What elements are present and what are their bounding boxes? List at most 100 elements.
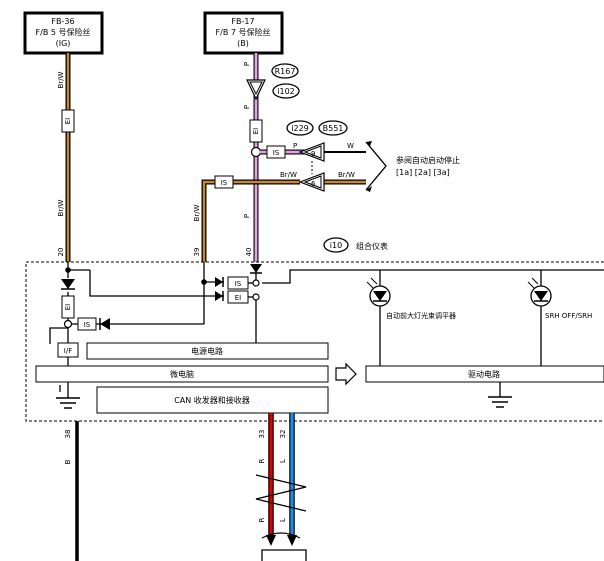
svg-text:IS: IS <box>235 280 242 288</box>
svg-text:微电脑: 微电脑 <box>170 369 194 379</box>
svg-text:F/B 5 号保险丝: F/B 5 号保险丝 <box>36 27 91 37</box>
junction-top <box>250 146 262 158</box>
pin-9: 9 <box>311 150 315 158</box>
if-box: I/F <box>57 342 79 358</box>
arrow-to-driver <box>335 362 357 386</box>
connector-i102 <box>272 83 300 99</box>
label-brw-4: Br/W <box>338 171 355 179</box>
meter-frame <box>25 261 604 422</box>
label-b: B <box>64 459 72 464</box>
pin-6: 6 <box>311 180 316 188</box>
inline-connector-r167 <box>246 79 266 101</box>
svg-text:FB-17: FB-17 <box>231 17 254 26</box>
label-brw-5: Br/W <box>193 204 201 221</box>
label-r-2: R <box>258 517 266 522</box>
label-p-1: P <box>243 62 251 66</box>
ground-driver <box>488 382 512 408</box>
pin-40: 40 <box>245 248 253 257</box>
svg-text:(B): (B) <box>237 39 249 48</box>
connector-b551 <box>318 120 348 136</box>
diode-left-a <box>61 279 75 289</box>
label-brw-2: Br/W <box>57 199 65 216</box>
connector-outline-bottom <box>261 549 307 561</box>
svg-text:i229: i229 <box>291 124 309 133</box>
is-marker-mid: IS <box>214 175 234 189</box>
led2-label: SRH OFF/SRH <box>545 312 592 320</box>
ei-marker-center: EI <box>227 290 249 304</box>
ei-marker-top-mid: EI <box>249 119 263 143</box>
svg-text:FB-36: FB-36 <box>51 17 74 26</box>
led-headlamp-leveling <box>366 277 391 307</box>
reference-codes: [1a] [2a] [3a] <box>396 168 450 177</box>
svg-text:IS: IS <box>273 149 280 157</box>
pin-39: 39 <box>193 248 201 257</box>
connector-pin-6 <box>298 172 325 192</box>
svg-text:电源电路: 电源电路 <box>191 346 223 356</box>
svg-text:驱动电路: 驱动电路 <box>468 369 500 379</box>
is-marker-low: IS <box>77 317 97 331</box>
svg-text:EI: EI <box>252 128 260 135</box>
label-r-1: R <box>258 458 266 463</box>
svg-text:(IG): (IG) <box>56 39 71 48</box>
pin-20: 20 <box>57 248 65 257</box>
meter-title: 组合仪表 <box>356 241 388 251</box>
svg-text:R167: R167 <box>275 67 296 76</box>
label-brw-1: Br/W <box>57 71 65 88</box>
label-l-1: L <box>279 459 287 463</box>
left-internal-circuit <box>49 262 224 409</box>
svg-text:i102: i102 <box>277 87 295 96</box>
junction-left-a <box>65 267 71 273</box>
pin-32: 32 <box>279 430 287 439</box>
label-w: W <box>347 142 354 150</box>
connector-bracket <box>261 532 301 539</box>
led-srh-off <box>527 277 552 307</box>
label-p-4: P <box>293 142 297 150</box>
label-p-3: P <box>243 214 251 218</box>
junction-center-r2 <box>252 293 260 301</box>
svg-text:EI: EI <box>64 304 72 311</box>
label-brw-3: Br/W <box>280 171 297 179</box>
twisted-pair-symbol <box>255 474 307 512</box>
driver-circuit-block: 驱动电路 <box>365 365 604 383</box>
svg-text:IS: IS <box>84 321 91 329</box>
is-marker-center: IS <box>227 276 249 290</box>
pin-38: 38 <box>64 430 72 439</box>
svg-text:B551: B551 <box>323 124 344 133</box>
wire-r-can <box>266 413 276 546</box>
connector-r167 <box>271 63 299 79</box>
connector-i10 <box>323 237 349 253</box>
reference-title: 参阅自动启动停止 <box>396 155 460 165</box>
diode-pin40 <box>250 264 262 273</box>
is-marker-top: IS <box>266 145 286 159</box>
svg-text:EI: EI <box>64 118 72 125</box>
label-l-2: L <box>279 518 287 522</box>
label-p-2: P <box>243 105 251 109</box>
svg-text:I/F: I/F <box>64 347 72 355</box>
microcomputer-block: 微电脑 <box>35 365 329 383</box>
ei-marker-low-left: EI <box>61 295 75 319</box>
diode-center-b <box>215 291 223 301</box>
pin-33: 33 <box>258 430 266 439</box>
svg-text:F/B 7 号保险丝: F/B 7 号保险丝 <box>216 27 271 37</box>
svg-text:i10: i10 <box>330 241 342 250</box>
diode-center-a <box>215 277 223 287</box>
svg-text:CAN 收发器和接收器: CAN 收发器和接收器 <box>174 395 250 405</box>
led1-label: 自动前大灯光束调平器 <box>386 311 456 320</box>
svg-text:IS: IS <box>221 179 228 187</box>
wire-brw-mid <box>201 179 366 262</box>
reference-arrow <box>365 141 387 192</box>
connector-i229 <box>286 120 314 136</box>
junction-left-b <box>63 319 73 329</box>
diode-is-low <box>100 318 110 330</box>
power-circuit-block: 电源电路 <box>86 342 329 360</box>
svg-text:EI: EI <box>235 294 242 302</box>
fuse-fb17: FB-17 F/B 7 号保险丝 (B) <box>203 11 284 55</box>
fuse-fb36: FB-36 F/B 5 号保险丝 (IG) <box>23 11 104 55</box>
junction-center <box>201 279 207 285</box>
can-transceiver-block: CAN 收发器和接收器 <box>96 386 329 414</box>
ei-marker-top-left: EI <box>61 109 75 133</box>
wire-to-leds <box>262 269 604 284</box>
junction-center-r1 <box>252 279 260 287</box>
wire-l-can <box>287 413 297 546</box>
